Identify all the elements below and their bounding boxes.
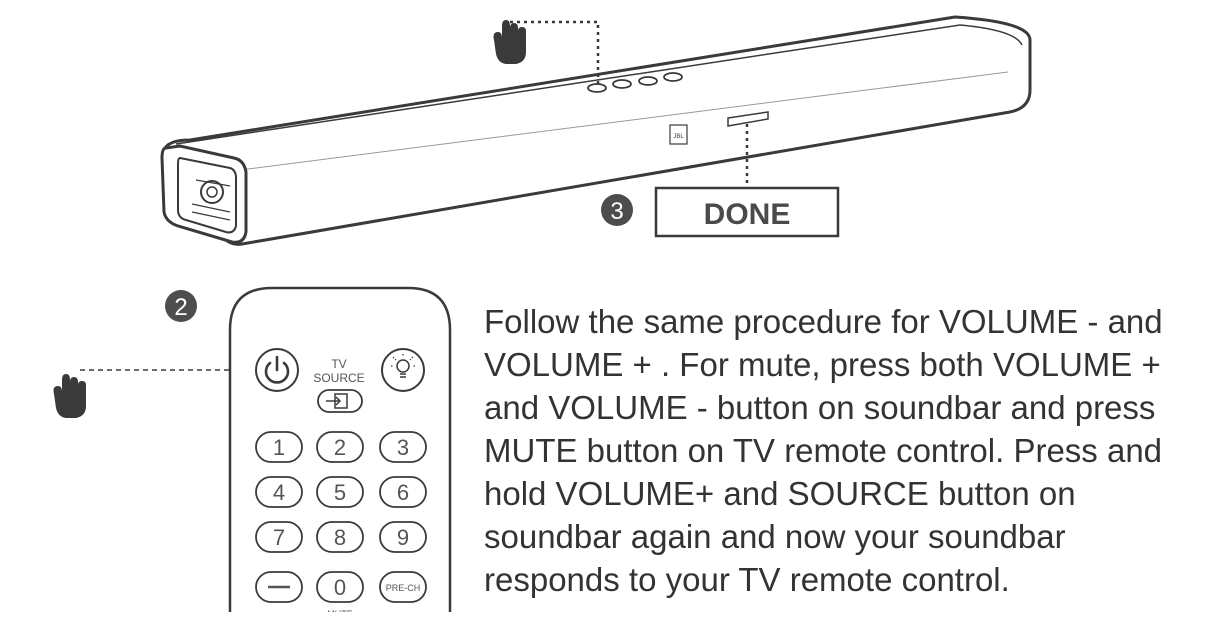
instruction-line: and VOLUME - button on soundbar and pres… (484, 389, 1156, 426)
hand-icon (493, 20, 526, 64)
soundbar-display (727, 111, 769, 127)
key-label: 5 (334, 480, 346, 505)
remote-key-0[interactable]: 0 (316, 571, 364, 603)
key-label: 4 (273, 480, 285, 505)
remote-key-3[interactable]: 3 (379, 431, 427, 463)
remote-prech-button[interactable]: PRE-CH (379, 571, 427, 603)
remote-key-8[interactable]: 8 (316, 521, 364, 553)
instruction-line: soundbar again and now your soundbar (484, 518, 1066, 555)
prech-label: PRE-CH (386, 583, 421, 593)
step-3-number: 3 (610, 198, 623, 225)
soundbar-button-3[interactable] (638, 76, 658, 86)
key-label: 2 (334, 435, 346, 460)
remote-key-9[interactable]: 9 (379, 521, 427, 553)
tv-remote: TV SOURCE 1 2 (226, 286, 456, 638)
remote-source-button[interactable] (317, 389, 363, 413)
done-indicator: DONE (654, 186, 840, 238)
soundbar-front-edge (239, 71, 1009, 171)
remote-tv-label: TV (331, 357, 346, 371)
remote-key-4[interactable]: 4 (255, 476, 303, 508)
key-label: 8 (334, 525, 346, 550)
input-icon (326, 393, 348, 409)
hand-pointer-top (493, 20, 600, 86)
instruction-line: hold VOLUME+ and SOURCE button on (484, 475, 1076, 512)
remote-key-2[interactable]: 2 (316, 431, 364, 463)
remote-key-5[interactable]: 5 (316, 476, 364, 508)
step-3-badge: 3 (601, 194, 633, 226)
remote-key-1[interactable]: 1 (255, 431, 303, 463)
remote-power-button[interactable] (255, 348, 299, 392)
soundbar-top-edge (175, 24, 1023, 145)
soundbar-button-1[interactable] (587, 83, 607, 93)
soundbar-top-buttons (587, 72, 683, 93)
soundbar: JBL (160, 15, 1032, 246)
remote-backlight-button[interactable] (381, 348, 425, 392)
remote-key-7[interactable]: 7 (255, 521, 303, 553)
hand-pointer-remote (53, 369, 256, 418)
backlight-icon (391, 354, 415, 378)
jbl-logo-text: JBL (673, 134, 684, 140)
key-label: 7 (273, 525, 285, 550)
key-label: 3 (397, 435, 409, 460)
remote-source-label: SOURCE (313, 371, 364, 385)
instruction-line: responds to your TV remote control. (484, 561, 1010, 598)
key-label: 1 (273, 435, 285, 460)
step-2-number: 2 (174, 294, 187, 321)
dotted-leader-top (510, 20, 600, 86)
key-label: 9 (397, 525, 409, 550)
step-2-badge: 2 (165, 290, 197, 322)
key-label: 6 (397, 480, 409, 505)
remote-dash-button[interactable] (255, 571, 303, 603)
jbl-logo: JBL (669, 124, 688, 145)
instruction-line: MUTE button on TV remote control. Press … (484, 432, 1163, 469)
done-label: DONE (704, 198, 791, 231)
instruction-text: Follow the same procedure for VOLUME - a… (484, 300, 1196, 601)
instruction-line: VOLUME + . For mute, press both VOLUME + (484, 346, 1161, 383)
connector-icon (191, 179, 231, 221)
key-label: 0 (334, 575, 346, 600)
power-icon (264, 355, 290, 384)
remote-key-6[interactable]: 6 (379, 476, 427, 508)
soundbar-body (162, 15, 1032, 246)
hand-icon (53, 374, 86, 418)
instruction-line: Follow the same procedure for VOLUME - a… (484, 303, 1163, 340)
soundbar-button-4[interactable] (663, 72, 683, 82)
soundbar-button-2[interactable] (612, 79, 632, 89)
